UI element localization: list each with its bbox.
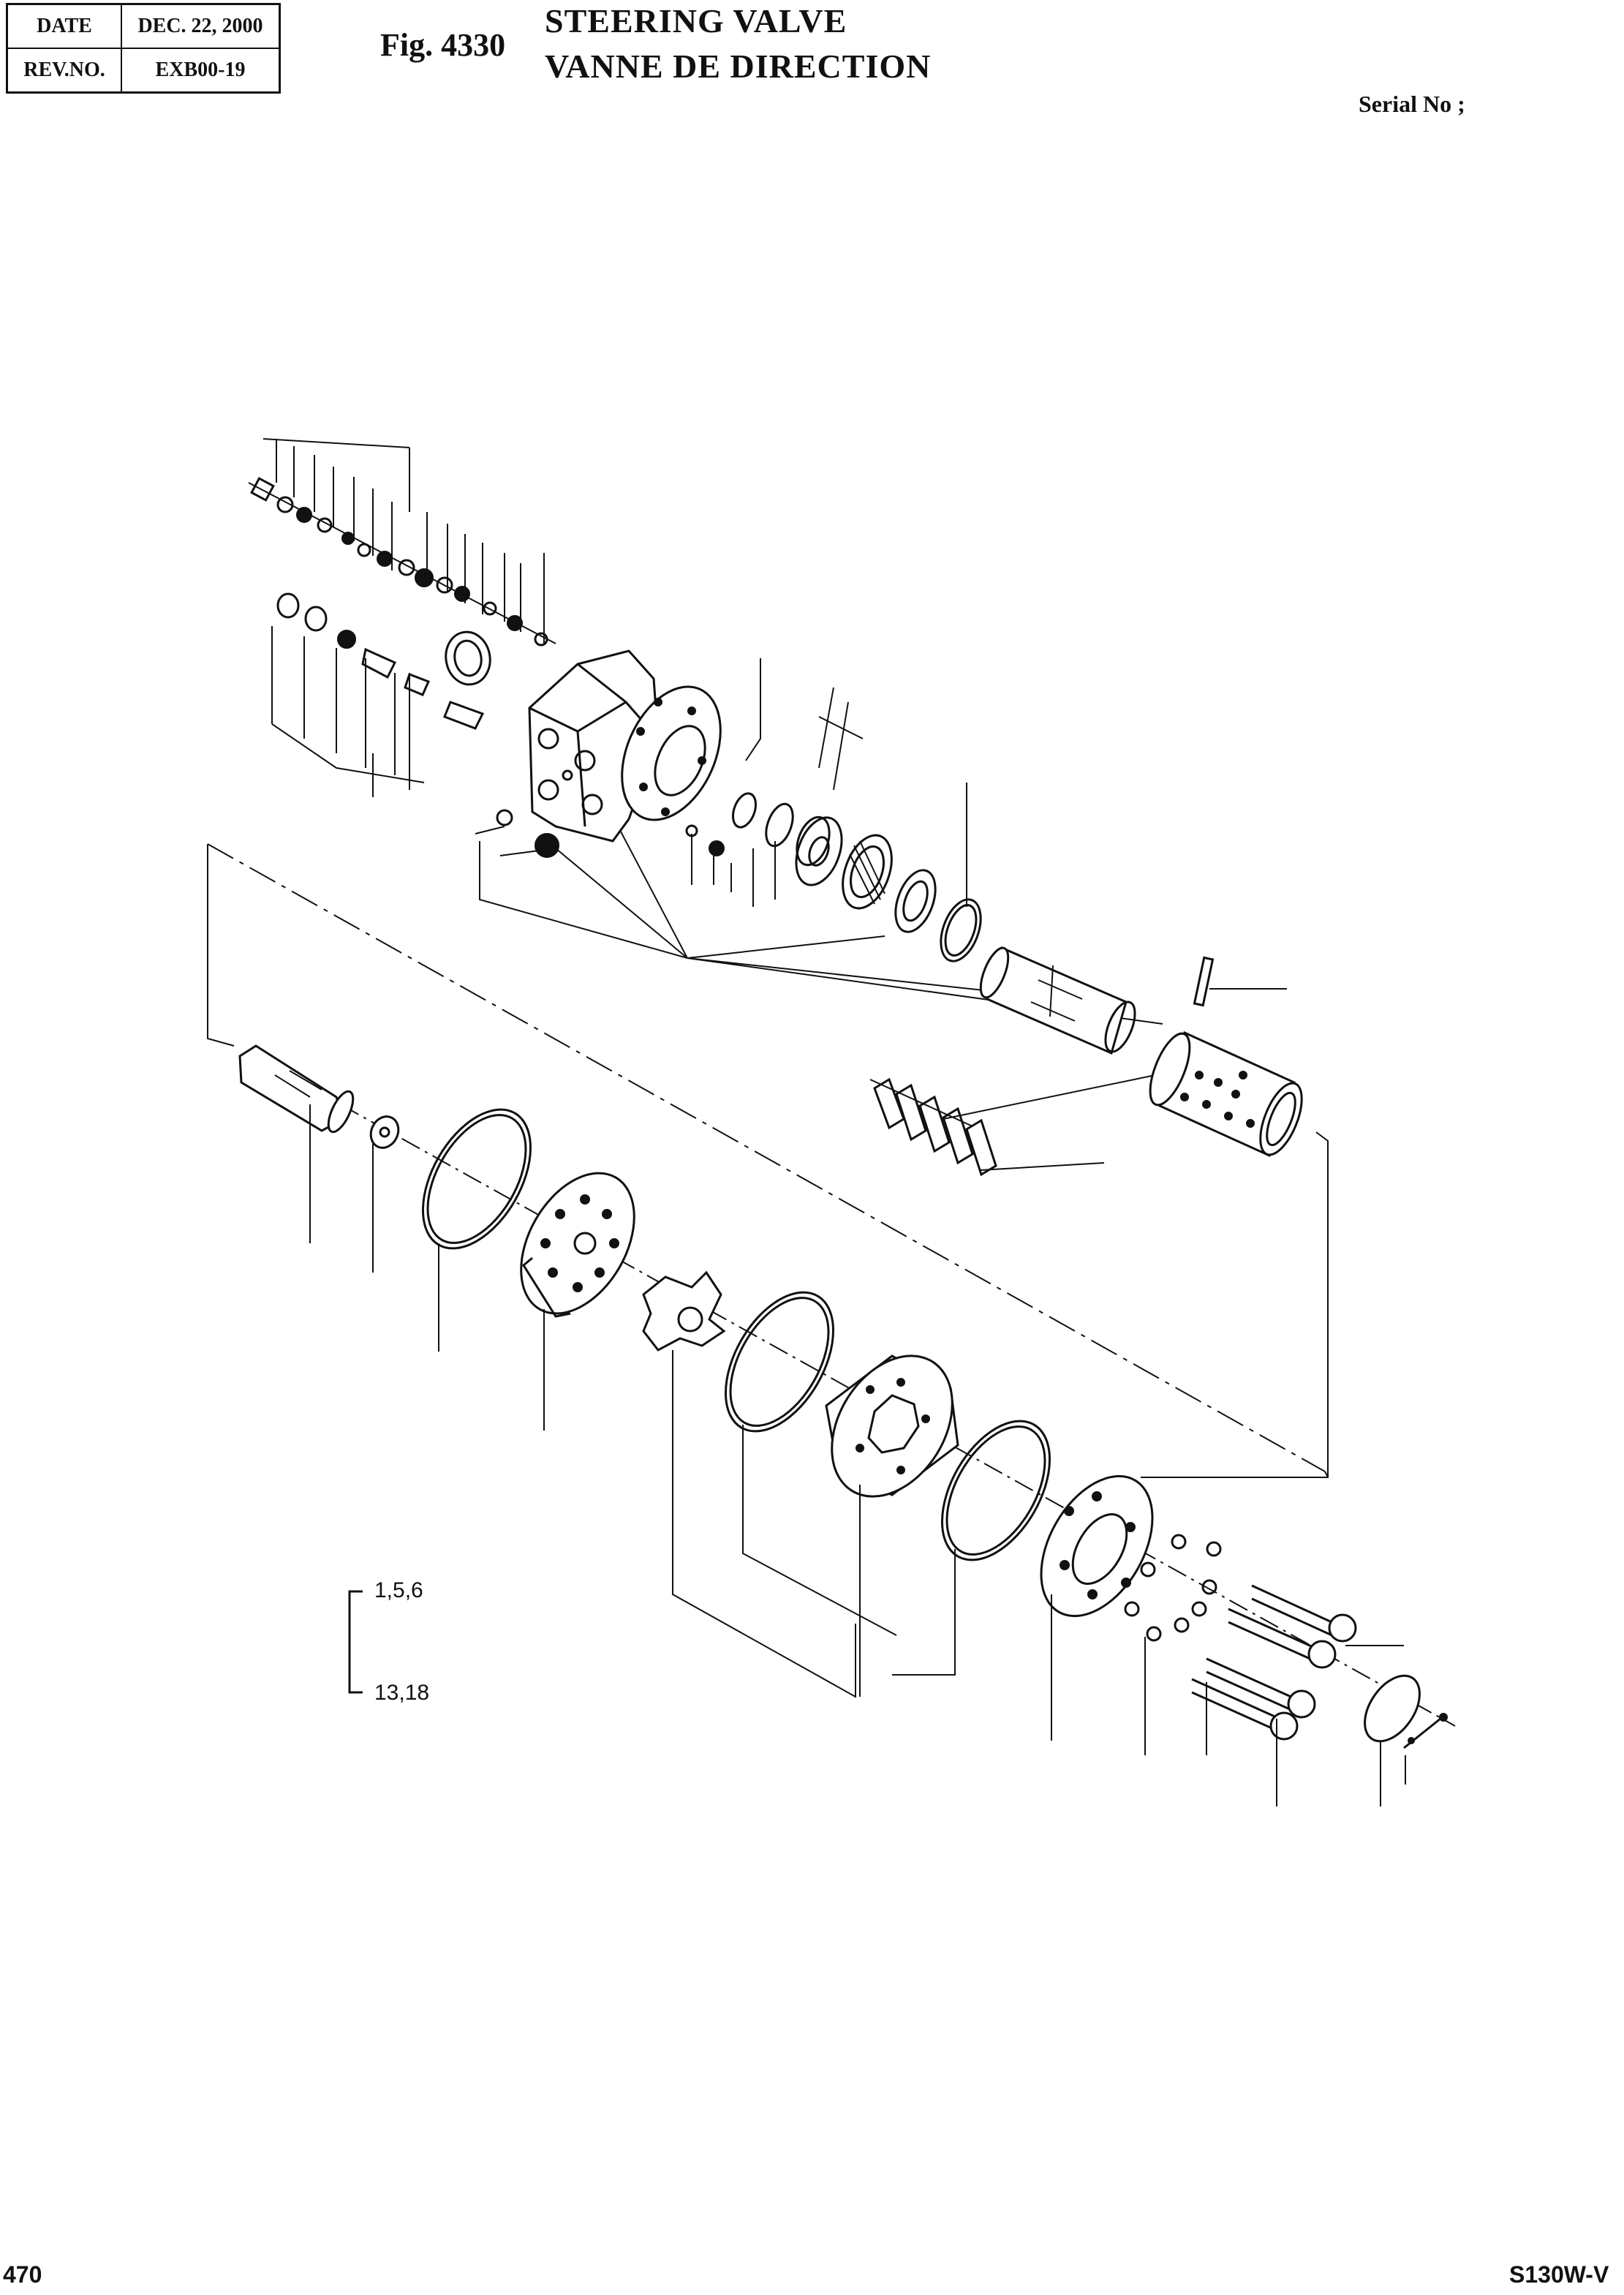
- model-number: S130W-V: [1509, 2261, 1609, 2288]
- centering-springs: [869, 1077, 997, 1177]
- rev-label: REV.NO.: [6, 48, 122, 94]
- serial-number-label: Serial No ;: [1359, 91, 1465, 117]
- title-french: VANNE DE DIRECTION: [545, 48, 932, 85]
- gerotor-star: [642, 1270, 856, 1698]
- center-line: [207, 843, 1456, 1727]
- date-value: DEC. 22, 2000: [121, 3, 281, 49]
- shaft-seals-bearing: [685, 792, 982, 962]
- end-cap: [1040, 1474, 1154, 1741]
- cover-plate: [1364, 1674, 1448, 1806]
- gerotor-ring-seals: [724, 1291, 1051, 1697]
- upper-small-parts: [248, 477, 556, 730]
- legend-bottom-label: 13,18: [374, 1681, 430, 1705]
- rev-value: EXB00-19: [121, 48, 281, 94]
- page-number: 470: [3, 2261, 42, 2288]
- legend-bracket: [348, 1590, 363, 1694]
- washers-bolts: [1124, 1534, 1404, 1806]
- spool-sleeve: [979, 946, 1303, 1158]
- upper-callout-leaders: [263, 438, 1329, 1478]
- legend-top-label: 1,5,6: [374, 1578, 423, 1602]
- revision-table: DATE DEC. 22, 2000 REV.NO. EXB00-19: [6, 3, 281, 94]
- valve-body-housing: [496, 649, 722, 858]
- drive-shaft-group: [238, 1044, 532, 1352]
- title-english: STEERING VALVE: [545, 2, 847, 39]
- figure-number: Fig. 4330: [380, 27, 506, 63]
- distributor-plate: [520, 1172, 635, 1431]
- date-label: DATE: [6, 3, 122, 49]
